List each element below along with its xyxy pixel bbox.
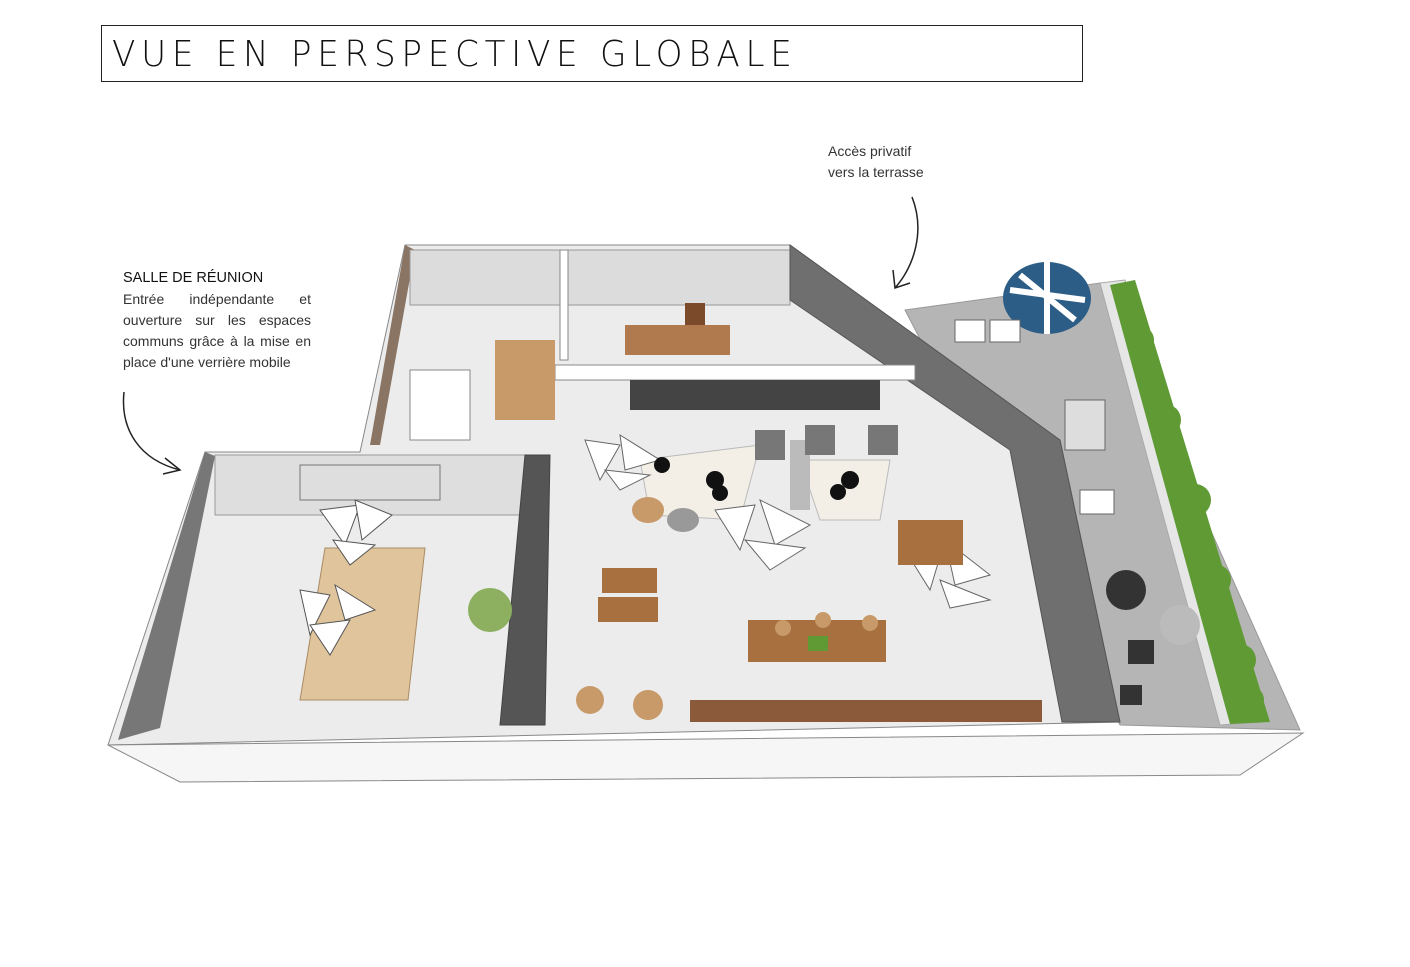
office-desk [409, 303, 730, 441]
terrace-annotation: Accès privatif vers la terrasse [828, 141, 958, 183]
table-centerpiece [808, 636, 828, 651]
arrow-meeting-room-icon [122, 391, 182, 475]
terrace [904, 262, 1301, 731]
page-title: VUE EN PERSPECTIVE GLOBALE [112, 34, 798, 75]
parasol [1003, 262, 1091, 334]
terrace-annotation-line1: Accès privatif [828, 143, 912, 159]
planter-hedge [1110, 280, 1270, 724]
terrace-annotation-line2: vers la terrasse [828, 164, 924, 180]
title-box: VUE EN PERSPECTIVE GLOBALE [101, 25, 1083, 82]
meeting-room-table [299, 464, 441, 701]
arrow-terrace-icon [892, 196, 919, 290]
lounge-area [584, 425, 992, 609]
meeting-room-annotation: SALLE DE RÉUNION Entrée indépendante et … [123, 268, 311, 373]
meeting-room-heading: SALLE DE RÉUNION [123, 270, 264, 286]
meeting-room-description: Entrée indépendante et ouverture sur les… [123, 291, 311, 370]
plant [468, 588, 512, 632]
pendant-lamps [576, 612, 878, 720]
